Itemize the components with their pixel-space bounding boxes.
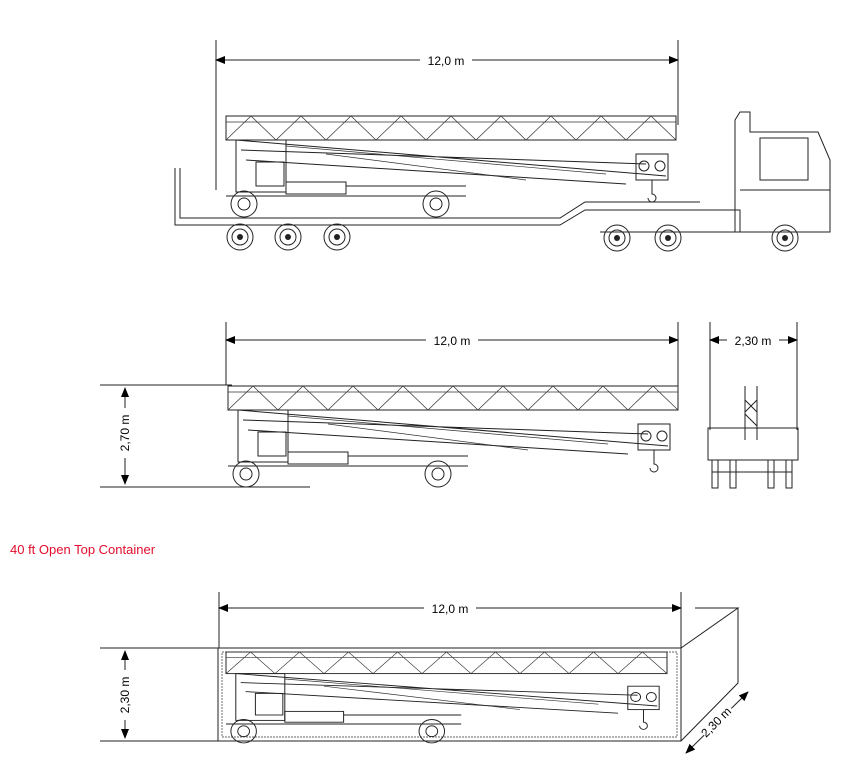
transport-view: 12,0 m xyxy=(174,40,831,252)
side-height-label: 2,70 m xyxy=(118,415,132,452)
container-length-label: 12,0 m xyxy=(432,602,469,616)
truck-cab xyxy=(734,111,831,233)
side-length-label: 12,0 m xyxy=(434,334,471,348)
container-box xyxy=(217,647,682,742)
transport-length-label: 12,0 m xyxy=(428,54,465,68)
crane-front-view xyxy=(707,386,799,489)
container-title: 40 ft Open Top Container xyxy=(10,542,156,557)
container-height-label: 2,30 m xyxy=(118,677,132,714)
side-view: 12,0 m 2,70 m 2,30 m xyxy=(100,322,799,489)
front-width-label: 2,30 m xyxy=(735,334,772,348)
container-view: 12,0 m 2,30 m 2,30 m xyxy=(100,592,749,754)
